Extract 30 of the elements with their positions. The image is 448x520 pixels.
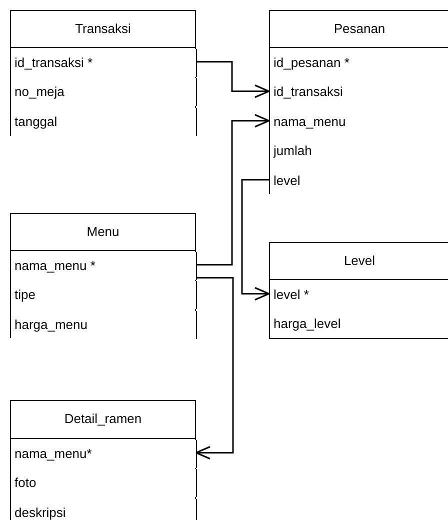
entity-table: [10, 400, 196, 520]
connector-arrow: [196, 114, 270, 266]
attribute-name: id_transaksi *: [14, 54, 93, 70]
attribute-name: nama_menu *: [14, 258, 96, 273]
attribute-name: tipe: [14, 287, 36, 302]
attribute-name: harga_menu: [14, 316, 88, 332]
connector-arrow: [195, 277, 234, 460]
attribute-name: harga_level: [274, 316, 341, 332]
attribute-name: nama_menu: [274, 114, 346, 129]
entity-table: [10, 213, 196, 338]
attribute-name: jumlah: [274, 143, 312, 158]
entity-table: [10, 10, 196, 136]
attribute-name: level *: [274, 286, 309, 302]
attribute-name: deskripsi: [14, 504, 66, 520]
attribute-name: id_transaksi: [274, 84, 343, 100]
attribute-name: level: [274, 172, 300, 188]
entity-table: [269, 242, 448, 339]
attribute-name: no_meja: [14, 84, 64, 100]
attribute-name: foto: [14, 475, 36, 490]
table-title: Menu: [86, 224, 120, 238]
connector-arrow: [196, 61, 270, 98]
attribute-name: tanggal: [14, 114, 58, 129]
table-title: Transaksi: [74, 20, 132, 36]
entity-table: [269, 10, 448, 194]
attribute-name: id_pesanan *: [274, 54, 350, 70]
connector-arrow: [241, 179, 270, 300]
attribute-name: nama_menu*: [14, 446, 92, 461]
table-title: Pesanan: [332, 20, 386, 36]
table-title: Level: [342, 252, 376, 268]
table-title: Detail_ramen: [63, 411, 143, 426]
